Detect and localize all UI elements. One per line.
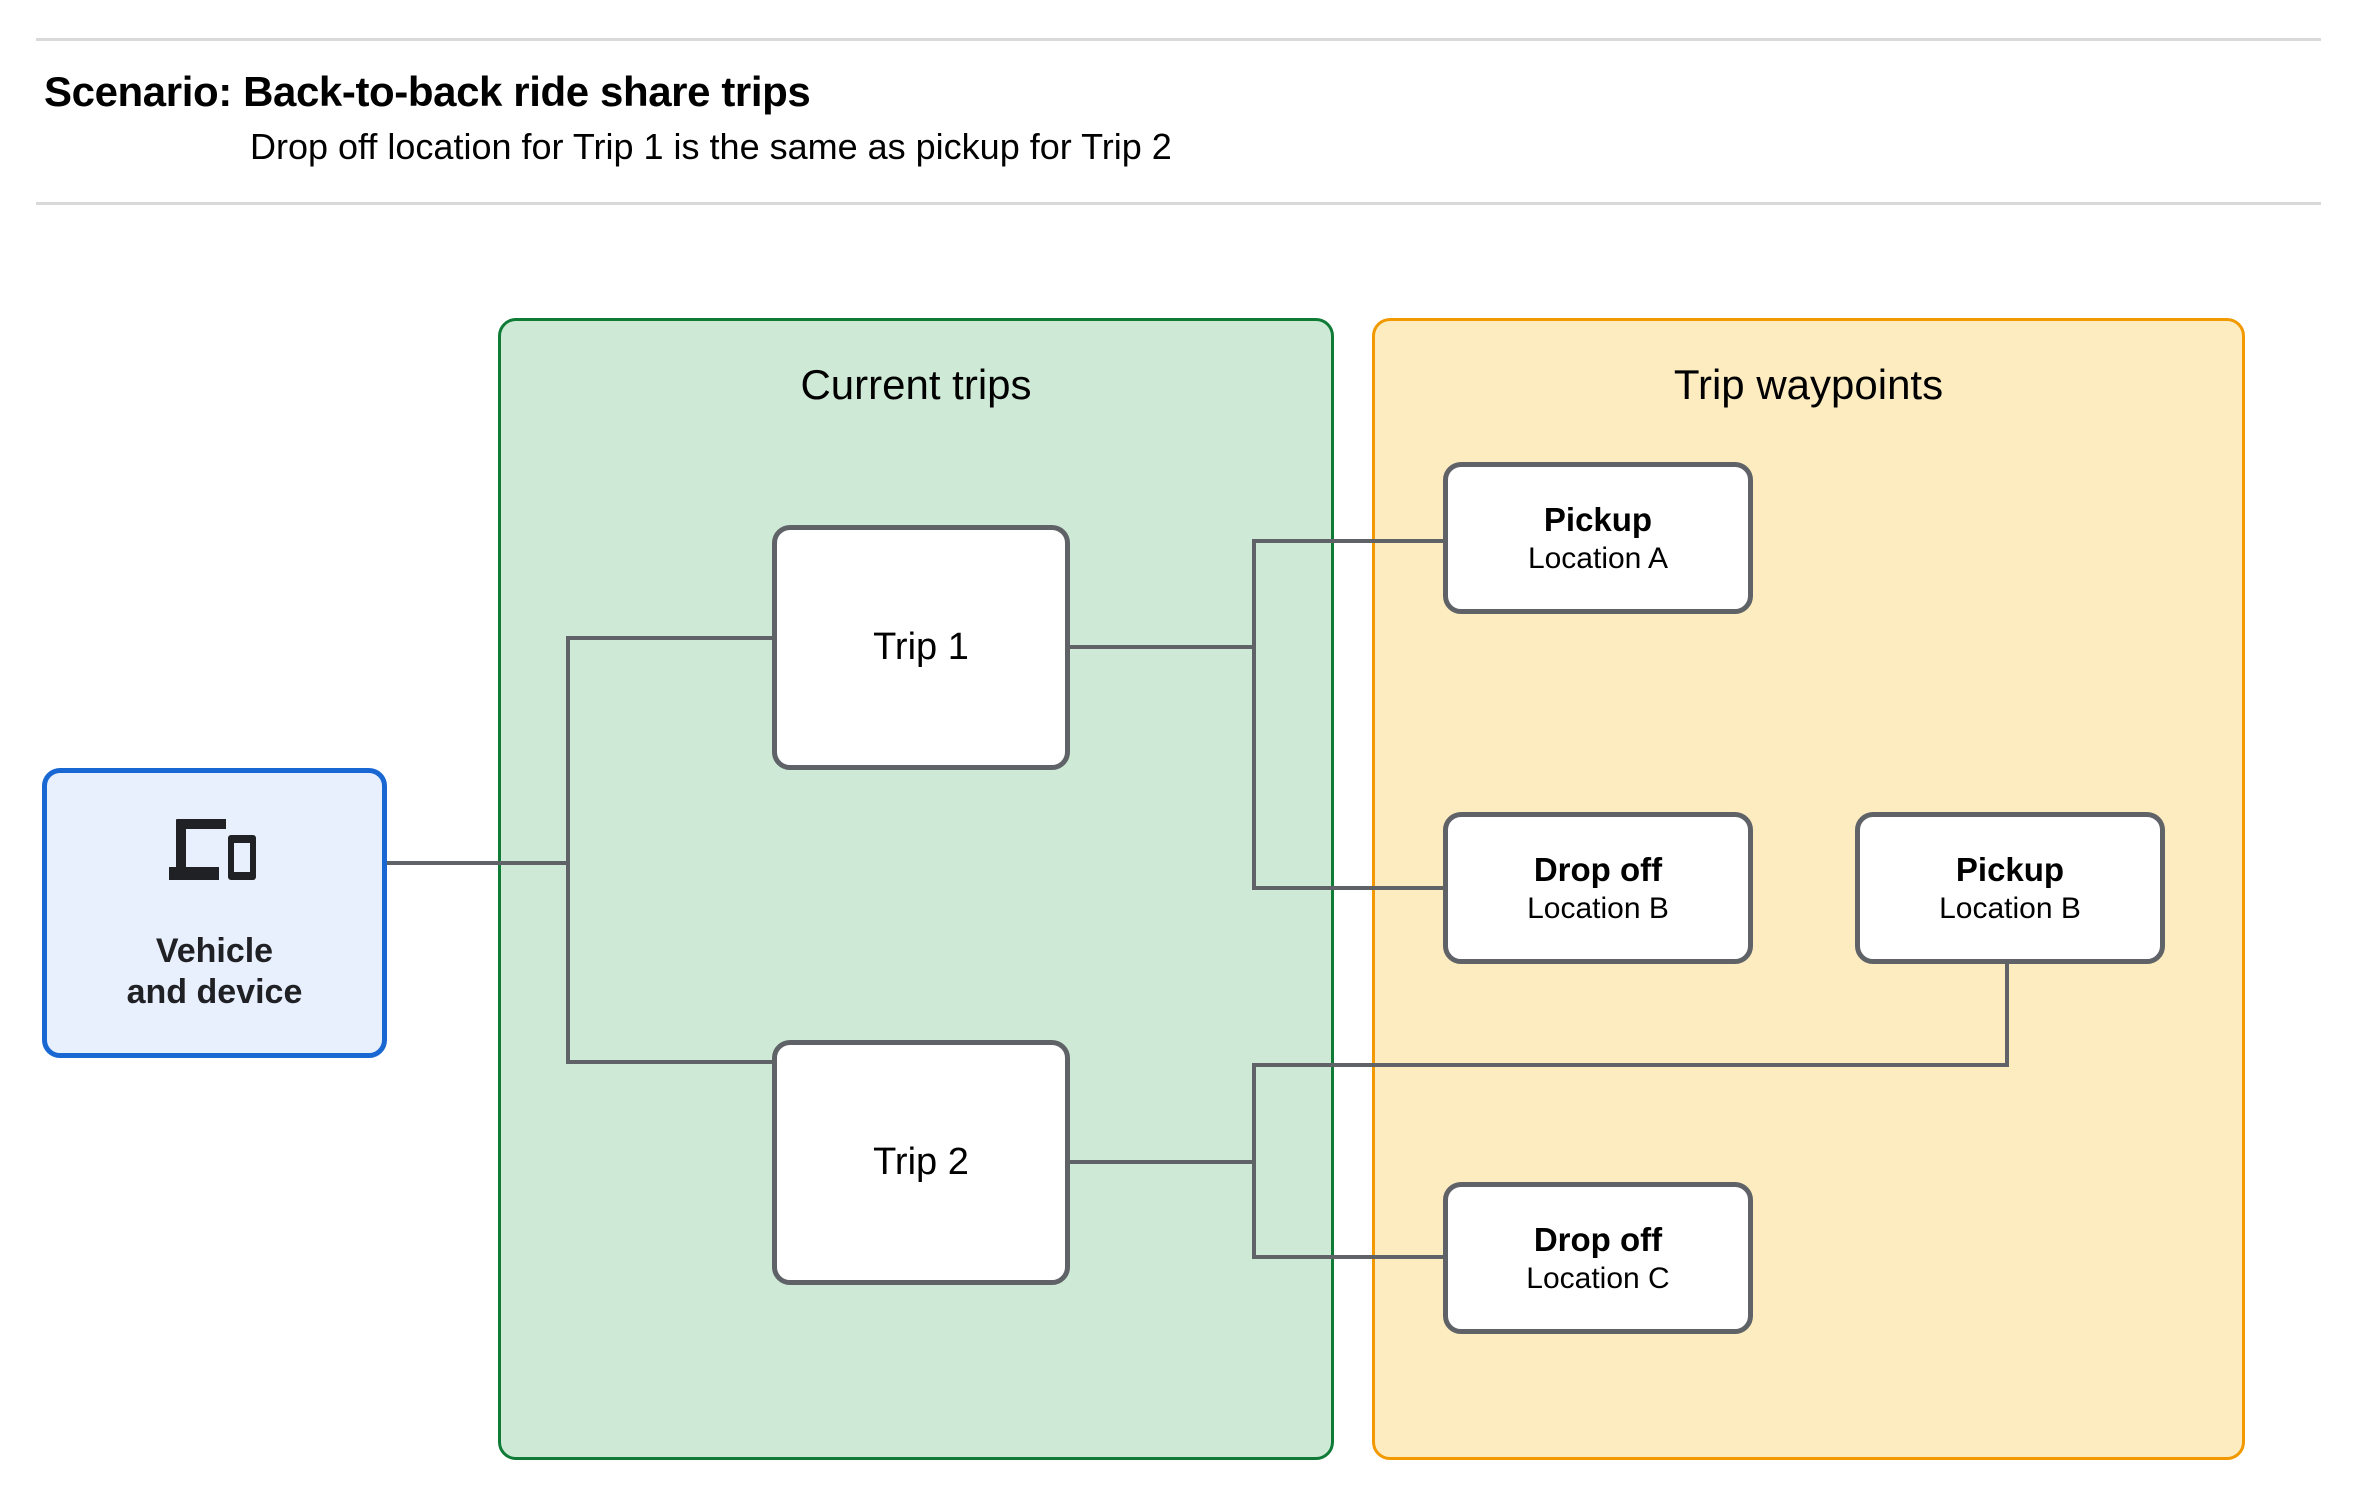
connector-vehicle-to-trunk [387,861,570,865]
connector-trip-1-to-dropoff-b [1252,886,1447,890]
connector-trunk-to-trip-1 [566,636,776,640]
node-trip-2-label: Trip 2 [873,1140,969,1183]
waypoint-pickup-a-location: Location A [1527,541,1669,575]
page-subtitle: Drop off location for Trip 1 is the same… [250,126,1172,167]
node-vehicle-and-device[interactable]: Vehicle and device [42,768,387,1058]
connector-trunk-to-trip-2 [566,1060,776,1064]
waypoint-pickup-a-type: Pickup [1543,500,1653,538]
connector-trip-1-junction-vertical [1252,539,1256,890]
waypoint-dropoff-c-location: Location C [1526,1261,1670,1295]
connector-trip-2-to-junction [1066,1160,1256,1164]
connector-trip-2-to-dropoff-c [1252,1255,1447,1259]
connector-pickup-b-dropleg [2005,961,2009,1067]
connector-trunk-vertical [566,636,570,1064]
node-trip-2[interactable]: Trip 2 [772,1040,1070,1285]
node-waypoint-dropoff-c[interactable]: Drop off Location C [1443,1182,1753,1334]
node-waypoint-dropoff-b[interactable]: Drop off Location B [1443,812,1753,964]
node-waypoint-pickup-a[interactable]: Pickup Location A [1443,462,1753,614]
connector-trip-2-junction-vertical [1252,1063,1256,1259]
node-vehicle-label: Vehicle and device [126,932,303,1011]
waypoint-pickup-b-type: Pickup [1955,850,2065,888]
connector-trip-1-to-pickup-a [1252,539,1447,543]
panel-trip-waypoints-title: Trip waypoints [1673,361,1944,408]
connector-trip-2-to-pickup-b [1252,1063,2009,1067]
connector-trip-1-to-junction [1066,645,1256,649]
header-divider-bottom [36,202,2321,205]
node-waypoint-pickup-b[interactable]: Pickup Location B [1855,812,2165,964]
waypoint-dropoff-b-location: Location B [1527,891,1669,925]
node-trip-1-label: Trip 1 [873,625,969,668]
page-title: Scenario: Back-to-back ride share trips [44,68,811,115]
waypoint-dropoff-b-type: Drop off [1533,850,1663,888]
waypoint-pickup-b-location: Location B [1939,891,2081,925]
panel-current-trips-title: Current trips [800,361,1032,408]
devices-icon [168,819,256,881]
node-trip-1[interactable]: Trip 1 [772,525,1070,770]
header-divider-top [36,38,2321,41]
panel-current-trips: Current trips [498,318,1334,1460]
waypoint-dropoff-c-type: Drop off [1533,1220,1663,1258]
